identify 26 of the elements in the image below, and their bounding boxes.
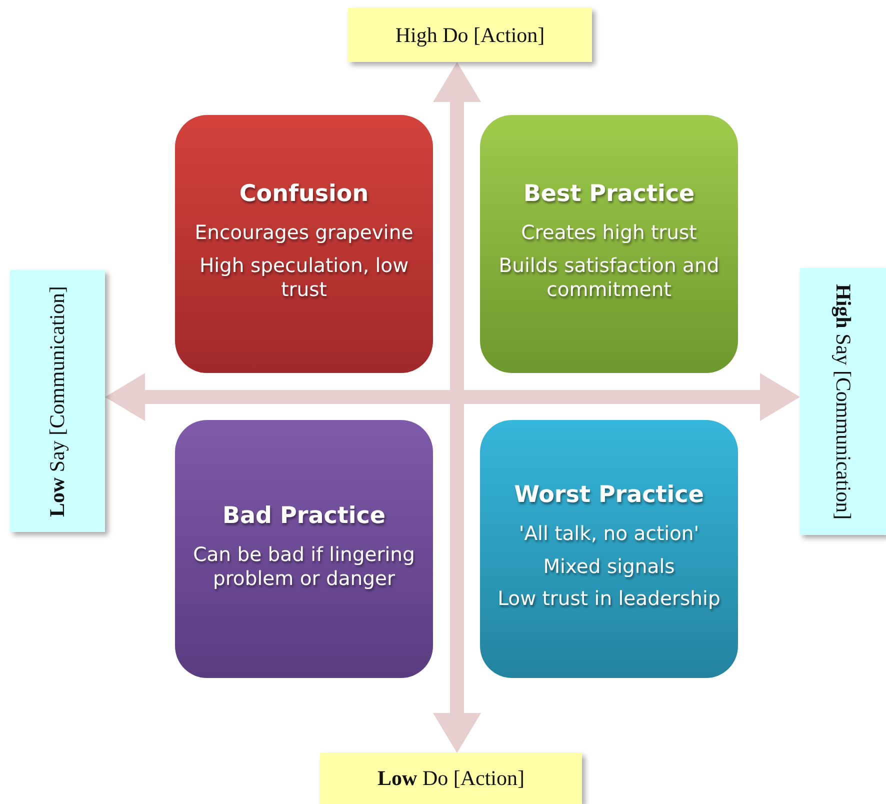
quadrant-text: Encourages grapevine <box>194 221 414 246</box>
quadrant-heading: Confusion <box>239 181 369 208</box>
quadrant-heading: Bad Practice <box>222 502 386 529</box>
quadrant-text: High speculation, low trust <box>198 254 410 303</box>
quadrant-card <box>480 115 738 373</box>
label-box <box>320 753 582 804</box>
axis-label: High Say [Communication] <box>830 284 856 520</box>
double-arrow <box>433 62 481 753</box>
quadrant-card <box>480 420 738 678</box>
quadrant-card <box>175 115 433 373</box>
axis-label: Low Say [Communication] <box>44 286 70 516</box>
quadrant-card <box>175 420 433 678</box>
axis-label: High Do [Action] <box>395 22 545 48</box>
label-box <box>10 270 105 532</box>
quadrant-text: Can be bad if lingering problem or danger <box>192 542 416 592</box>
quadrant-text: Low trust in leadership <box>498 587 720 612</box>
label-box <box>800 268 886 535</box>
quadrant-text: 'All talk, no action' <box>518 522 700 547</box>
quadrant-text: Creates high trust <box>521 221 697 246</box>
quadrant-heading: Best Practice <box>523 181 695 208</box>
quadrant-heading: Worst Practice <box>514 482 704 508</box>
quadrant-text: Builds satisfaction and commitment <box>498 254 720 303</box>
quadrant-text: Mixed signals <box>543 554 675 580</box>
label-box <box>348 8 592 62</box>
axis-label: Low Do [Action] <box>378 766 524 791</box>
double-arrow <box>105 373 800 421</box>
